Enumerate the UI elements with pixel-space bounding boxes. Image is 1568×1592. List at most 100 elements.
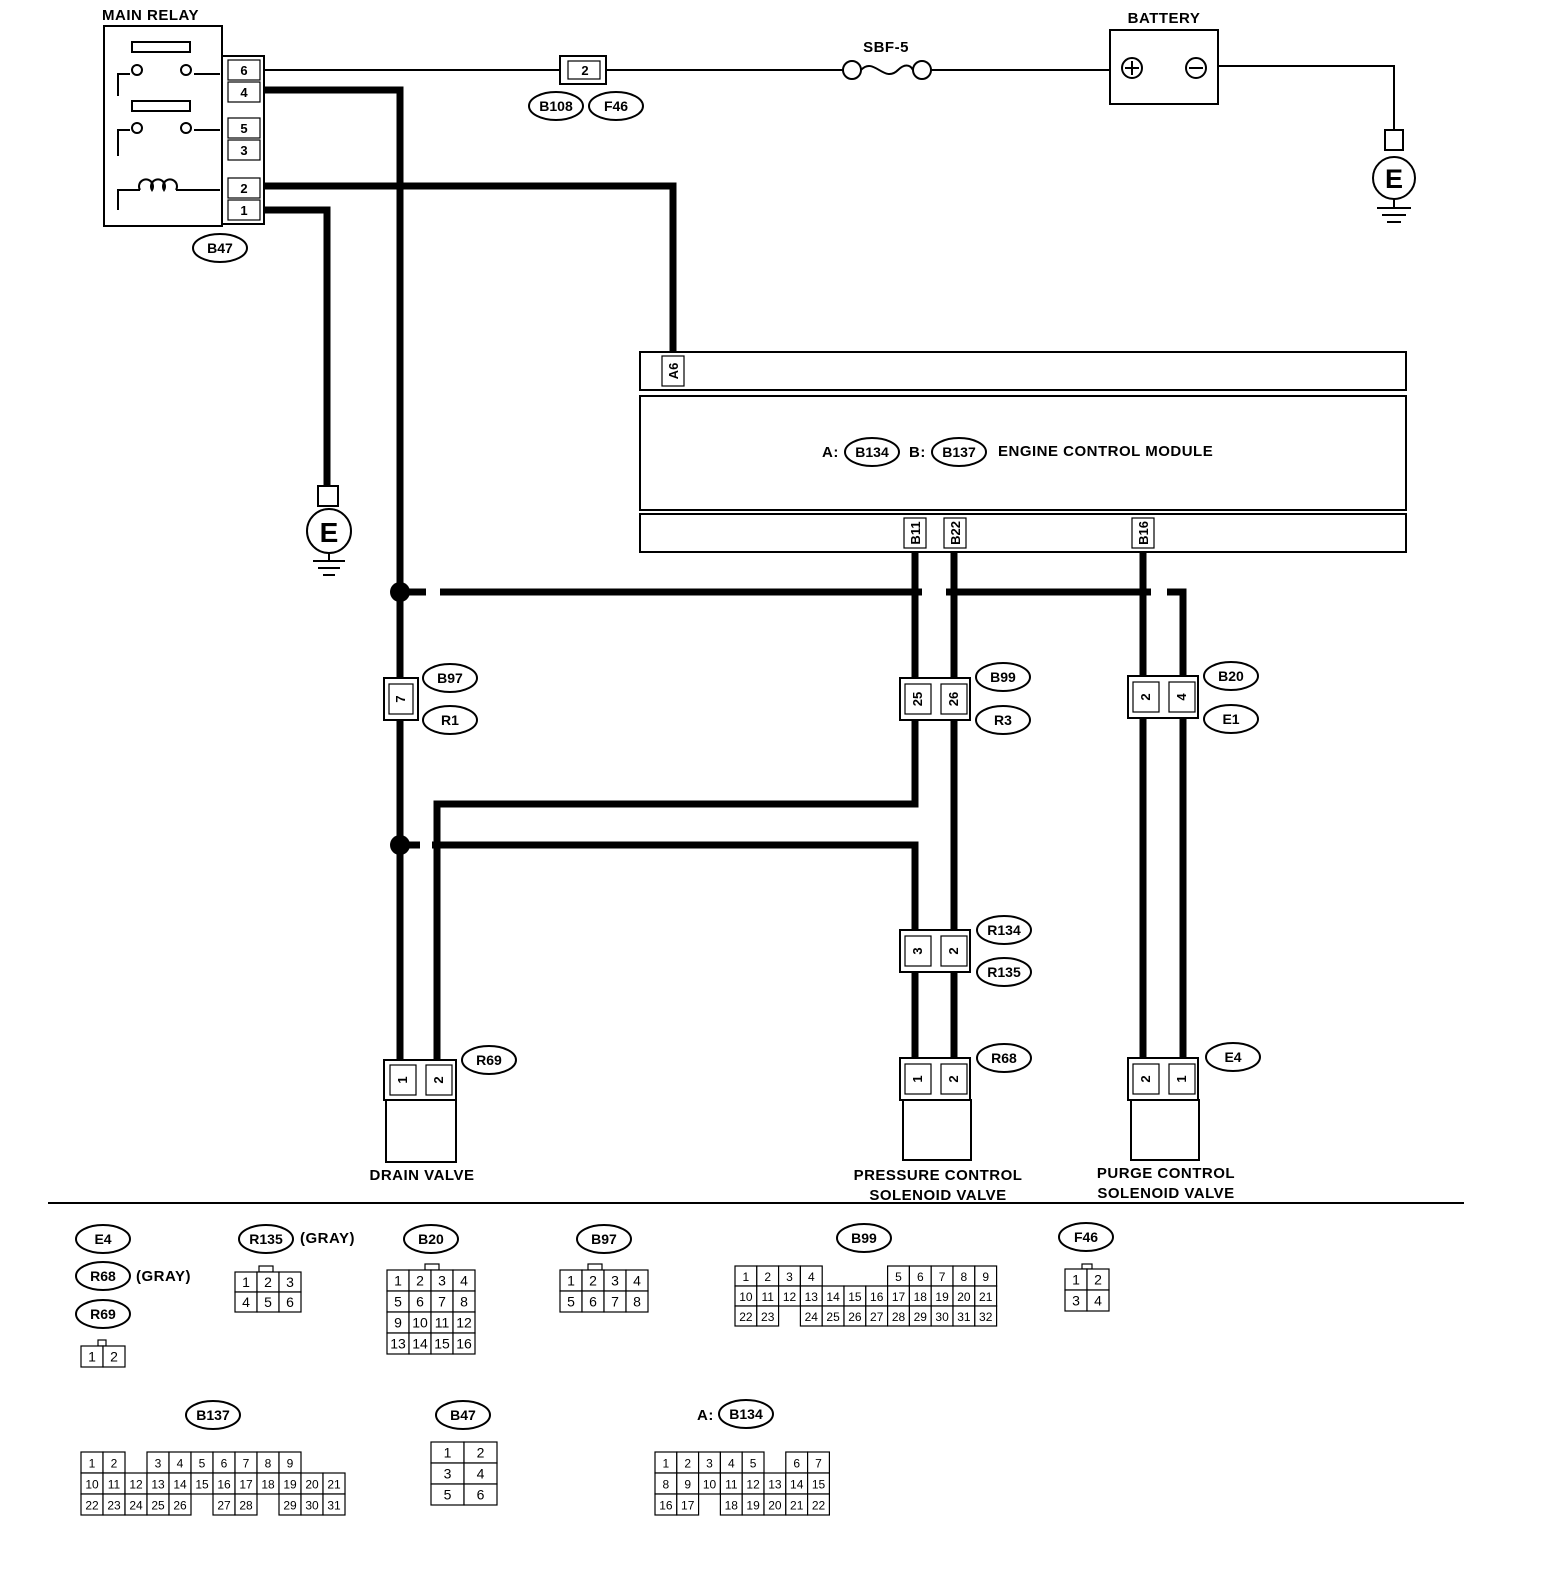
- purge-valve-label-2: SOLENOID VALVE: [1097, 1185, 1234, 1202]
- svg-text:2: 2: [946, 1075, 961, 1082]
- pin-number: 7: [438, 1294, 446, 1310]
- connector-r68-tag: R68: [991, 1050, 1017, 1066]
- wire-bus-to-r134-3: [400, 841, 919, 930]
- svg-text:B20: B20: [1218, 668, 1244, 684]
- pin-number: 14: [826, 1290, 840, 1304]
- pin-number: 19: [935, 1290, 949, 1304]
- pin-number: 22: [812, 1499, 826, 1513]
- pin-number: 11: [761, 1290, 774, 1304]
- pin-number: 21: [979, 1290, 993, 1304]
- ecm-pin-b22: B22: [948, 521, 963, 545]
- pin-number: 32: [979, 1310, 993, 1324]
- ground-icon: E: [1372, 129, 1416, 223]
- wire-battery-to-ground: [1218, 65, 1395, 130]
- svg-text:2: 2: [946, 947, 961, 954]
- pin-number: 4: [177, 1457, 184, 1471]
- connector-b20-e1: 2 4 B20 E1: [1127, 661, 1259, 734]
- pin-number: 12: [129, 1478, 143, 1492]
- pin-number: 13: [390, 1336, 406, 1352]
- pin-number: 3: [438, 1273, 446, 1289]
- pin-number: 6: [416, 1294, 424, 1310]
- connector-e4-tag: E4: [1224, 1049, 1241, 1065]
- pressure-valve-label-2: SOLENOID VALVE: [869, 1187, 1006, 1204]
- svg-text:1: 1: [395, 1076, 410, 1083]
- svg-text:1: 1: [1174, 1075, 1189, 1082]
- ecm-title: ENGINE CONTROL MODULE: [998, 443, 1213, 460]
- pin-number: 13: [805, 1290, 819, 1304]
- connector-b47-tag: B47: [192, 233, 248, 263]
- pin-number: 1: [743, 1270, 750, 1284]
- svg-text:F46: F46: [604, 98, 628, 114]
- pin-number: 10: [703, 1478, 717, 1492]
- pin-number: 13: [151, 1478, 165, 1492]
- svg-text:A:: A:: [697, 1407, 714, 1424]
- pin-number: 30: [305, 1499, 319, 1513]
- relay-coil-symbol: [117, 178, 220, 210]
- pin-number: 11: [725, 1478, 738, 1492]
- pin-number: 6: [286, 1294, 294, 1310]
- pin-number: 17: [681, 1499, 695, 1513]
- ecm-conn-b: B137: [942, 444, 976, 460]
- splice-dot: [390, 835, 410, 855]
- pin-number: 14: [173, 1478, 187, 1492]
- pin-number: 1: [444, 1445, 452, 1461]
- ecm-prefix-a: A:: [822, 444, 839, 461]
- pin-number: 24: [129, 1499, 143, 1513]
- svg-text:R135: R135: [987, 964, 1021, 980]
- svg-text:E: E: [320, 517, 339, 548]
- pin-number: 18: [914, 1290, 928, 1304]
- pin-number: 6: [917, 1270, 924, 1284]
- crossing-gap: [426, 582, 440, 602]
- pin-number: 8: [265, 1457, 272, 1471]
- drain-valve-label: DRAIN VALVE: [370, 1167, 475, 1184]
- pin-number: 16: [870, 1290, 884, 1304]
- pin-number: 6: [221, 1457, 228, 1471]
- pin-number: 24: [805, 1310, 819, 1324]
- ground-icon: E: [306, 485, 352, 576]
- pin-number: 16: [217, 1478, 231, 1492]
- purge-valve-label-1: PURGE CONTROL: [1097, 1165, 1235, 1182]
- svg-text:B20: B20: [418, 1231, 444, 1247]
- pin-number: 26: [848, 1310, 862, 1324]
- pin-number: 8: [961, 1270, 968, 1284]
- svg-text:R134: R134: [987, 922, 1021, 938]
- pin-number: 21: [327, 1478, 341, 1492]
- svg-text:B137: B137: [196, 1407, 230, 1423]
- pin-number: 20: [957, 1290, 971, 1304]
- pin-number: 18: [725, 1499, 739, 1513]
- ecm-prefix-b: B:: [909, 444, 926, 461]
- svg-text:R69: R69: [90, 1306, 116, 1322]
- main-relay-body: [103, 25, 223, 227]
- pin-number: 5: [264, 1294, 272, 1310]
- pin-cell: [102, 1345, 126, 1368]
- svg-text:F46: F46: [1074, 1229, 1098, 1245]
- ecm-conn-b-oval: [931, 437, 987, 467]
- pin-cell: [463, 1483, 498, 1506]
- svg-text:E1: E1: [1222, 711, 1239, 727]
- pin-number: 3: [155, 1457, 162, 1471]
- svg-text:26: 26: [946, 692, 961, 706]
- wire-b99-25-to-drain-2: [433, 718, 919, 1065]
- battery-symbol: [1109, 29, 1219, 105]
- pin-number: 3: [611, 1273, 619, 1289]
- pin-number: 2: [477, 1445, 485, 1461]
- pin-number: 2: [416, 1273, 424, 1289]
- connector-r69-tag: R69: [476, 1052, 502, 1068]
- svg-text:2: 2: [1138, 1075, 1153, 1082]
- pin-number: 19: [746, 1499, 760, 1513]
- pin-number: 26: [173, 1499, 187, 1513]
- pin-number: 30: [935, 1310, 949, 1324]
- pin-number: 1: [89, 1457, 96, 1471]
- pin-number: 20: [768, 1499, 782, 1513]
- pin-number: 8: [460, 1294, 468, 1310]
- pin-number: 22: [85, 1499, 99, 1513]
- crossing-gap: [922, 582, 946, 602]
- pin-number: 3: [286, 1274, 294, 1290]
- pin-number: 11: [435, 1315, 450, 1331]
- pin-number: 20: [305, 1478, 319, 1492]
- connector-r134-r135: 3 2 R134 R135: [899, 915, 1032, 987]
- crossing-gap: [1151, 582, 1167, 602]
